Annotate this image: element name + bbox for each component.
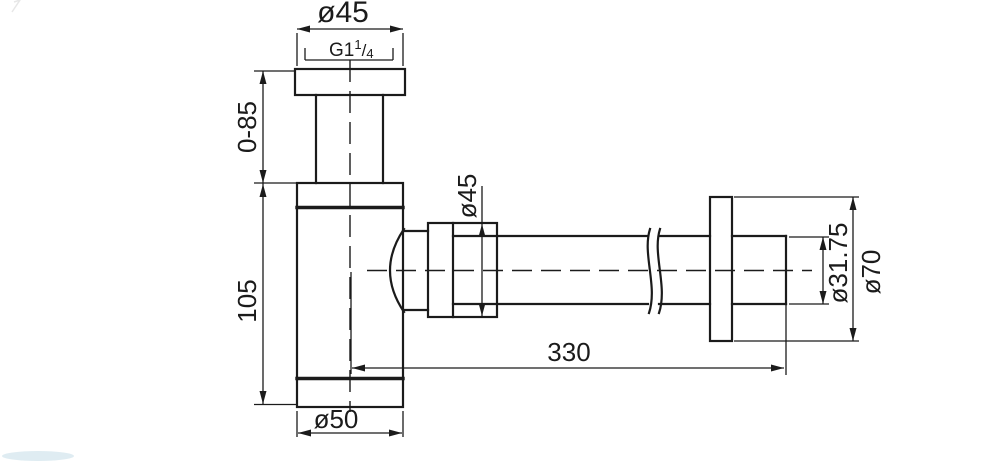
- arrow-right: [390, 25, 403, 33]
- wall-flange: [708, 195, 734, 343]
- dimension-nut-diameter: ø45: [452, 174, 486, 317]
- arrow-left: [352, 364, 365, 372]
- dim-label-pipe-diameter: ø31.75: [823, 223, 853, 304]
- arrow-down: [819, 291, 827, 304]
- dim-label-body-height: 105: [232, 279, 262, 322]
- dim-label-outlet-length: 330: [547, 337, 590, 367]
- thread-prefix: G1: [329, 40, 354, 61]
- arrow-up: [259, 184, 267, 197]
- arrow-up: [849, 197, 857, 210]
- corner-squiggle: [11, 0, 21, 13]
- thread-denominator: 4: [366, 46, 373, 61]
- watermark-smudge: [2, 451, 74, 461]
- thread-label: G11/4: [329, 37, 374, 61]
- arrow-right: [389, 429, 402, 437]
- arrow-down: [478, 303, 486, 316]
- dim-label-adjust-range: 0-85: [232, 101, 262, 153]
- dim-label-thread: G11/4: [329, 37, 374, 61]
- arrow-up: [478, 224, 486, 237]
- swivel-dome: [388, 227, 406, 314]
- arrow-up: [819, 237, 827, 250]
- arrow-down: [259, 170, 267, 183]
- arrow-down: [259, 391, 267, 404]
- dimension-pipe-diameter: ø31.75: [789, 223, 853, 305]
- outlet-pipe: [367, 221, 812, 319]
- arrow-right: [771, 364, 784, 372]
- arrow-left: [298, 429, 311, 437]
- trap-body: [295, 60, 405, 412]
- thread-numerator: 1: [354, 37, 361, 52]
- dimension-adjust-range: 0-85: [232, 70, 296, 184]
- flange-outline: [708, 195, 734, 343]
- dim-label-flange-diameter: ø70: [856, 250, 886, 295]
- arrow-down: [849, 328, 857, 341]
- dimension-body-height: 105: [232, 183, 296, 406]
- arrow-up: [259, 71, 267, 84]
- thread-slash: /: [362, 41, 367, 60]
- dim-label-top-diameter: ø45: [317, 0, 369, 29]
- dimension-top-diameter: ø45: [296, 0, 404, 66]
- dimension-outlet-length: 330: [350, 272, 787, 375]
- pipe-break-left: [646, 227, 653, 315]
- scan-artifacts: [2, 0, 74, 461]
- arrow-left: [297, 25, 310, 33]
- dim-label-base-diameter: ø50: [314, 404, 359, 434]
- dim-label-nut-diameter: ø45: [452, 174, 482, 219]
- dimension-flange-diameter: ø70: [734, 196, 886, 342]
- dimension-base-diameter: ø50: [296, 404, 404, 437]
